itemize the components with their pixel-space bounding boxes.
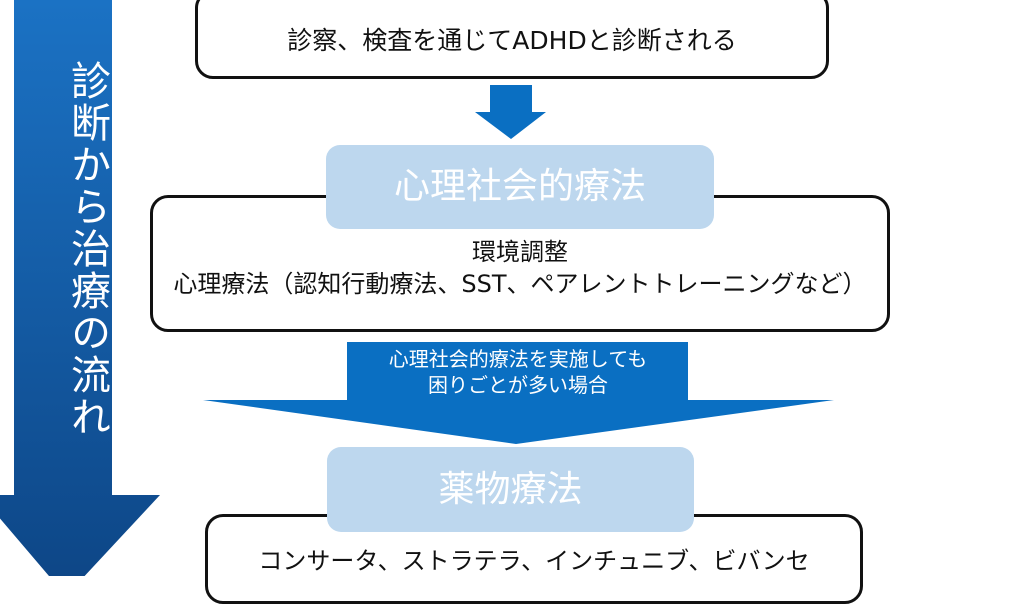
psychosocial-therapy-label: 心理社会的療法 [326,145,714,229]
condition-line-2: 困りごとが多い場合 [428,373,608,397]
down-arrow-small [475,85,546,139]
condition-line-1: 心理社会的療法を実施しても [388,347,648,371]
medication-therapy-label: 薬物療法 [327,447,694,532]
medication-list: コンサータ、ストラテラ、インチュニブ、ビバンセ [258,547,810,575]
flow-title: 診断から治療の流れ [64,60,110,438]
step-diagnosis-box: 診察、検査を通じてADHDと診断される [195,0,829,79]
psychosocial-line-2: 心理療法（認知行動療法、SST、ペアレントトレーニングなど） [173,270,867,298]
step-diagnosis-text: 診察、検査を通じてADHDと診断される [287,26,737,55]
psychosocial-line-1: 環境調整 [472,238,568,266]
flow-direction-arrow [0,0,160,576]
condition-text: 心理社会的療法を実施しても 困りごとが多い場合 [347,346,689,398]
